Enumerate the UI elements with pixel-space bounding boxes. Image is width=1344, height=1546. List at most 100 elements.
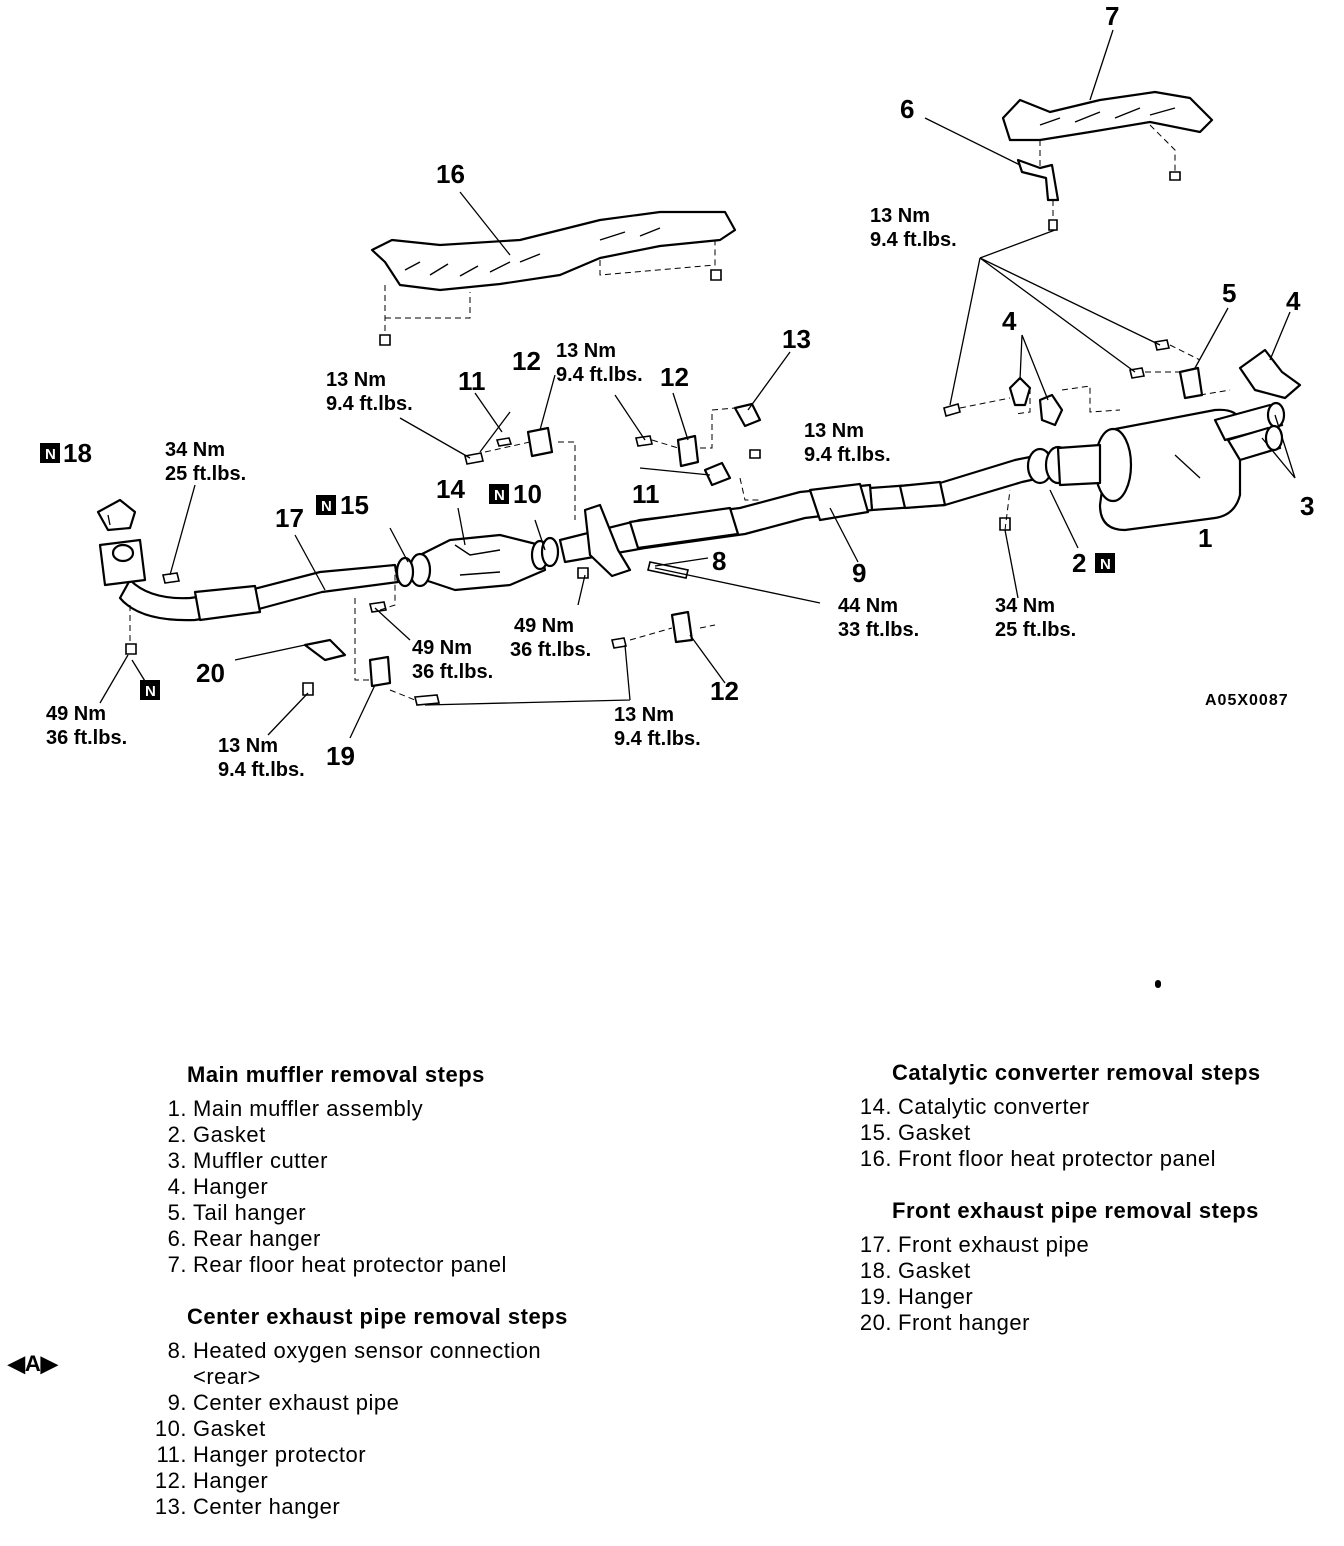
- rear-hanger: [1016, 158, 1060, 231]
- callout-20: 20: [196, 658, 225, 688]
- assembly-guides: [129, 344, 1231, 701]
- callout-3: 3: [1300, 491, 1314, 521]
- callout-10: 10: [513, 479, 542, 509]
- gasket-18: [96, 498, 137, 532]
- torque-33ftlbs: 33 ft.lbs.: [838, 619, 919, 641]
- center-exhaust-pipe: [558, 480, 947, 564]
- torque-13nm: 13 Nm: [556, 340, 616, 362]
- torque-36ftlbs: 36 ft.lbs.: [412, 661, 493, 683]
- torque-13nm: 13 Nm: [326, 369, 386, 391]
- torque-13nm: 13 Nm: [218, 735, 278, 757]
- list-item: 1.Main muffler assembly: [167, 1096, 424, 1121]
- torque-9-4ftlbs: 9.4 ft.lbs.: [870, 229, 957, 251]
- list-item: 7.Rear floor heat protector panel: [167, 1252, 507, 1277]
- torque-49nm: 49 Nm: [412, 637, 472, 659]
- list-item: 16.Front floor heat protector panel: [859, 1146, 1217, 1171]
- callout-1: 1: [1198, 523, 1212, 553]
- torque-34nm: 34 Nm: [165, 439, 225, 461]
- callout-12a: 12: [512, 346, 541, 376]
- callout-13: 13: [782, 324, 811, 354]
- list-item: 13.Center hanger: [154, 1494, 341, 1519]
- callout-4a: 4: [1002, 306, 1017, 336]
- main-muffler-steps: Main muffler removal steps 1.Main muffle…: [168, 1062, 568, 1278]
- callout-8: 8: [712, 546, 726, 576]
- list-item: 6.Rear hanger: [167, 1226, 321, 1251]
- list-item: 18.Gasket: [859, 1258, 971, 1283]
- callout-15: 15: [340, 490, 369, 520]
- torque-13nm: 13 Nm: [870, 205, 930, 227]
- callout-14: 14: [436, 474, 465, 504]
- list-item: 20.Front hanger: [859, 1310, 1030, 1335]
- list-item: 8.Heated oxygen sensor connection<rear>: [167, 1338, 542, 1389]
- list-item: 11.Hanger protector: [156, 1442, 367, 1467]
- callout-6: 6: [900, 94, 914, 124]
- front-pipe-steps-title: Front exhaust pipe removal steps: [892, 1198, 1259, 1223]
- torque-specs: 13 Nm 9.4 ft.lbs. 13 Nm 9.4 ft.lbs. 13 N…: [46, 205, 1076, 781]
- torque-25ftlbs: 25 ft.lbs.: [165, 463, 246, 485]
- svg-text:N: N: [321, 498, 332, 515]
- catalytic-steps-title: Catalytic converter removal steps: [892, 1060, 1261, 1085]
- n-mark-front: N: [140, 680, 160, 700]
- front-exhaust-pipe: [98, 538, 400, 622]
- callout-11b: 11: [632, 479, 660, 509]
- svg-text:N: N: [494, 487, 505, 504]
- torque-36ftlbs: 36 ft.lbs.: [510, 639, 591, 661]
- gasket-15: [395, 556, 415, 588]
- torque-34nm: 34 Nm: [995, 595, 1055, 617]
- torque-13nm: 13 Nm: [614, 704, 674, 726]
- callout-2: 2: [1072, 548, 1086, 578]
- n-mark-10: N: [489, 484, 509, 504]
- list-item: 3.Muffler cutter: [167, 1148, 328, 1173]
- torque-49nm: 49 Nm: [514, 615, 574, 637]
- list-item: 4.Hanger: [167, 1174, 269, 1199]
- center-pipe-steps-title: Center exhaust pipe removal steps: [187, 1304, 568, 1329]
- torque-9-4ftlbs: 9.4 ft.lbs.: [326, 393, 413, 415]
- svg-text:N: N: [145, 683, 156, 700]
- reference-marker-a: ◀A▶: [8, 1351, 58, 1376]
- list-item: 19.Hanger: [859, 1284, 974, 1309]
- main-muffler-steps-title: Main muffler removal steps: [187, 1062, 485, 1087]
- torque-36ftlbs: 36 ft.lbs.: [46, 727, 127, 749]
- list-item: 17.Front exhaust pipe: [859, 1232, 1090, 1257]
- callout-4b: 4: [1286, 286, 1301, 316]
- torque-9-4ftlbs: 9.4 ft.lbs.: [614, 728, 701, 750]
- catalytic-converter: [408, 533, 550, 592]
- front-floor-heat-protector-panel: [370, 210, 737, 346]
- callout-7: 7: [1105, 1, 1119, 31]
- torque-9-4ftlbs: 9.4 ft.lbs.: [556, 364, 643, 386]
- stray-dot: [1155, 980, 1161, 988]
- callout-17: 17: [275, 503, 304, 533]
- center-pipe-steps: Center exhaust pipe removal steps 8.Heat…: [155, 1304, 568, 1520]
- callout-5: 5: [1222, 278, 1236, 308]
- callout-9: 9: [852, 558, 866, 588]
- steps-right-column: Catalytic converter removal steps 14.Cat…: [860, 1060, 1261, 1362]
- list-item: 14.Catalytic converter: [859, 1094, 1090, 1119]
- list-item: 9.Center exhaust pipe: [167, 1390, 400, 1415]
- callout-18: 18: [63, 438, 92, 468]
- main-muffler-assembly: [1093, 401, 1286, 532]
- gasket-10: [540, 536, 560, 568]
- rear-floor-heat-protector-panel: [1001, 90, 1214, 181]
- n-marks: N N N N N: [40, 443, 1115, 700]
- list-item: 12.Hanger: [154, 1468, 269, 1493]
- torque-9-4ftlbs: 9.4 ft.lbs.: [218, 759, 305, 781]
- hangers: [303, 348, 1302, 688]
- list-item: 15.Gasket: [859, 1120, 971, 1145]
- torque-9-4ftlbs: 9.4 ft.lbs.: [804, 444, 891, 466]
- catalytic-steps: Catalytic converter removal steps 14.Cat…: [860, 1060, 1261, 1172]
- n-mark-18: N: [40, 443, 60, 463]
- n-mark-2: N: [1095, 553, 1115, 573]
- list-item: 10.Gasket: [154, 1416, 266, 1441]
- callout-12b: 12: [660, 362, 689, 392]
- front-pipe-steps: Front exhaust pipe removal steps 17.Fron…: [860, 1198, 1261, 1336]
- callout-12c: 12: [710, 676, 739, 706]
- torque-44nm: 44 Nm: [838, 595, 898, 617]
- steps-left-column: Main muffler removal steps 1.Main muffle…: [155, 1062, 568, 1546]
- torque-13nm: 13 Nm: [804, 420, 864, 442]
- torque-49nm: 49 Nm: [46, 703, 106, 725]
- figure-code: A05X0087: [1205, 692, 1289, 709]
- callout-16: 16: [436, 159, 465, 189]
- torque-25ftlbs: 25 ft.lbs.: [995, 619, 1076, 641]
- leader-lines: [99, 29, 1296, 739]
